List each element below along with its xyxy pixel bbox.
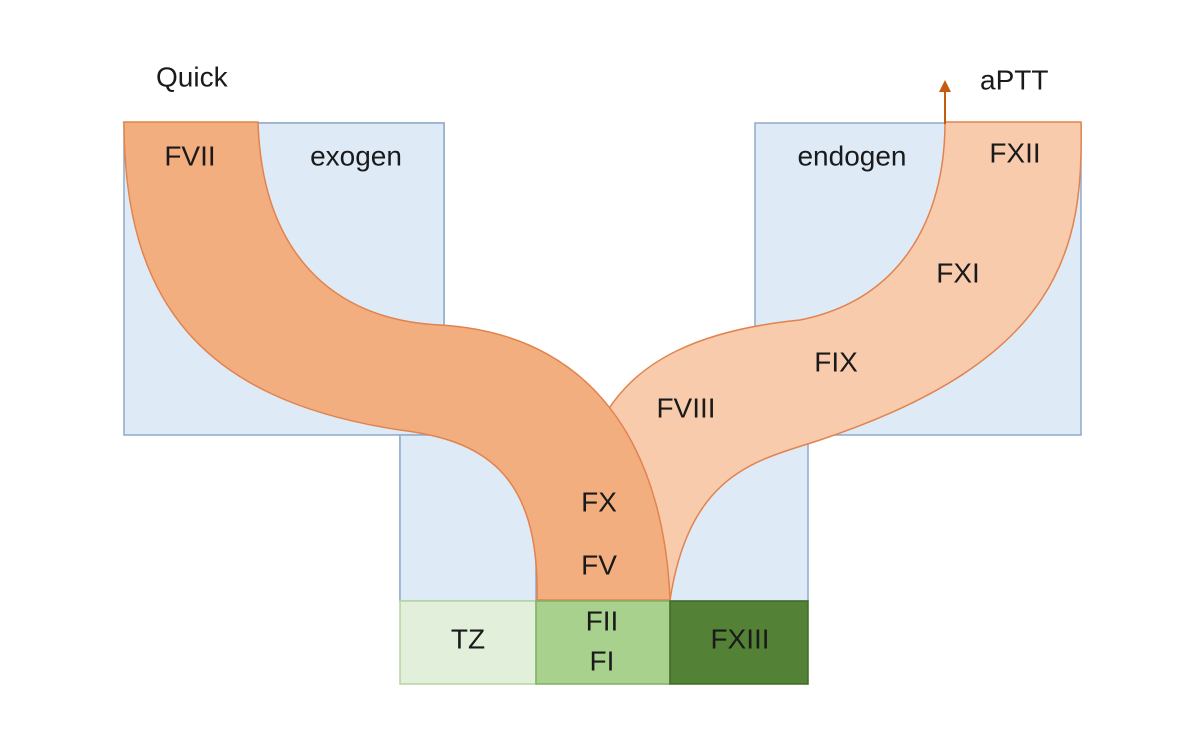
fxii-label: FXII — [989, 137, 1040, 168]
fxi-label: FXI — [936, 257, 980, 288]
fii-label: FII — [586, 605, 619, 636]
aptt-label: aPTT — [980, 64, 1048, 95]
endogen-label: endogen — [797, 140, 906, 171]
exogen-pathway-band — [123, 121, 671, 601]
tz-block — [399, 600, 537, 685]
fvii-label: FVII — [164, 140, 215, 171]
fxiii-block — [669, 600, 809, 685]
fv-label: FV — [581, 549, 617, 580]
endogen-pathway-band — [607, 121, 1082, 601]
fix-label: FIX — [814, 346, 858, 377]
fi-label: FI — [590, 645, 615, 676]
fxiii-label: FXIII — [710, 623, 769, 654]
exogen-label: exogen — [310, 140, 402, 171]
tz-label: TZ — [451, 623, 485, 654]
quick-label: Quick — [156, 61, 229, 92]
fx-label: FX — [581, 486, 617, 517]
fii-fi-block — [535, 600, 671, 685]
fviii-label: FVIII — [656, 392, 715, 423]
